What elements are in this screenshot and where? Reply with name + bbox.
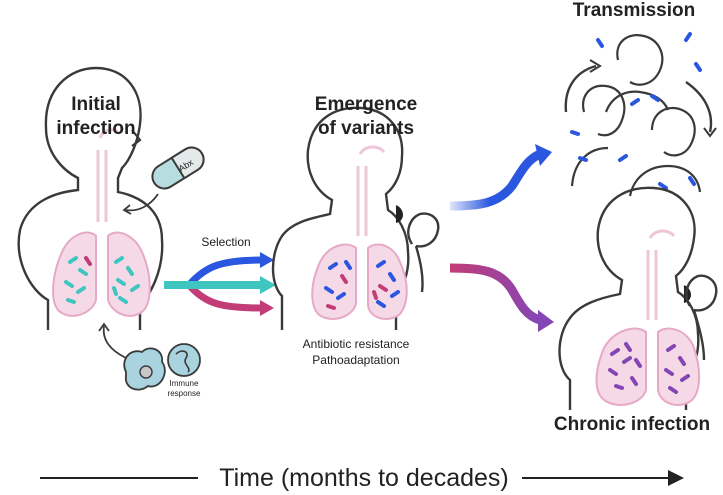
chronic-title: Chronic infection: [554, 414, 710, 435]
transmission-person-back: [604, 34, 670, 113]
bacteria-chronic: [608, 342, 690, 394]
immune-cell-icon: [123, 343, 201, 391]
selection-label: Selection: [201, 235, 250, 249]
bacteria-emergence: [324, 260, 400, 310]
emergence-title-line1: Emergence: [315, 94, 417, 115]
branch-arrow-chronic: [449, 263, 542, 325]
initial-title-line1: Initial: [71, 94, 121, 115]
person-emergence: [271, 106, 440, 330]
nose: [131, 129, 142, 147]
lung-right-3: [657, 327, 700, 406]
emergence-title-line2: of variants: [318, 118, 414, 139]
transmission-people: [570, 34, 702, 197]
transmission-person-left: [570, 84, 626, 187]
person-initial-infection: [17, 66, 164, 330]
antibiotic-capsule-icon: Abx: [151, 146, 205, 190]
trachea-3: [646, 229, 676, 320]
abx-arrow: [125, 193, 159, 212]
lung-right-2: [367, 243, 408, 320]
timeline: Time (months to decades): [40, 464, 684, 492]
immune-label-line1: Immune: [170, 379, 199, 388]
person-initial-outline: [17, 66, 164, 330]
person-chronic: [558, 186, 718, 410]
trachea-2: [356, 145, 386, 236]
selection-arrow-magenta: [187, 283, 263, 312]
bacteria-transmission: [570, 32, 702, 190]
selection-arrows: [164, 252, 276, 316]
immune-arrow: [102, 325, 127, 359]
immune-arrowhead: [98, 322, 110, 332]
transmission-person-right: [628, 106, 702, 197]
transmission-cycle-arrows: [564, 59, 717, 138]
outcome-line2: Pathoadaptation: [312, 353, 399, 367]
lung-left-3: [595, 327, 647, 406]
trachea: [96, 128, 122, 222]
outcome-line1: Antibiotic resistance: [303, 337, 410, 351]
branch-arrow-transmission: [449, 149, 543, 211]
transmission-title: Transmission: [573, 0, 696, 21]
bacteria-initial: [64, 256, 140, 304]
lung-left: [52, 231, 97, 317]
abx-arrowhead: [122, 204, 132, 215]
cough-fist: [407, 212, 440, 293]
lung-right: [107, 231, 151, 317]
timeline-arrowhead: [668, 470, 684, 486]
cough-mouth: [395, 205, 403, 223]
selection-arrow-blue: [187, 256, 263, 287]
person-emergence-outline: [271, 106, 410, 330]
immune-label-line2: response: [168, 389, 201, 398]
timeline-label: Time (months to decades): [219, 464, 508, 492]
cough-fist-2: [685, 274, 718, 361]
initial-title-line2: infection: [56, 118, 135, 139]
